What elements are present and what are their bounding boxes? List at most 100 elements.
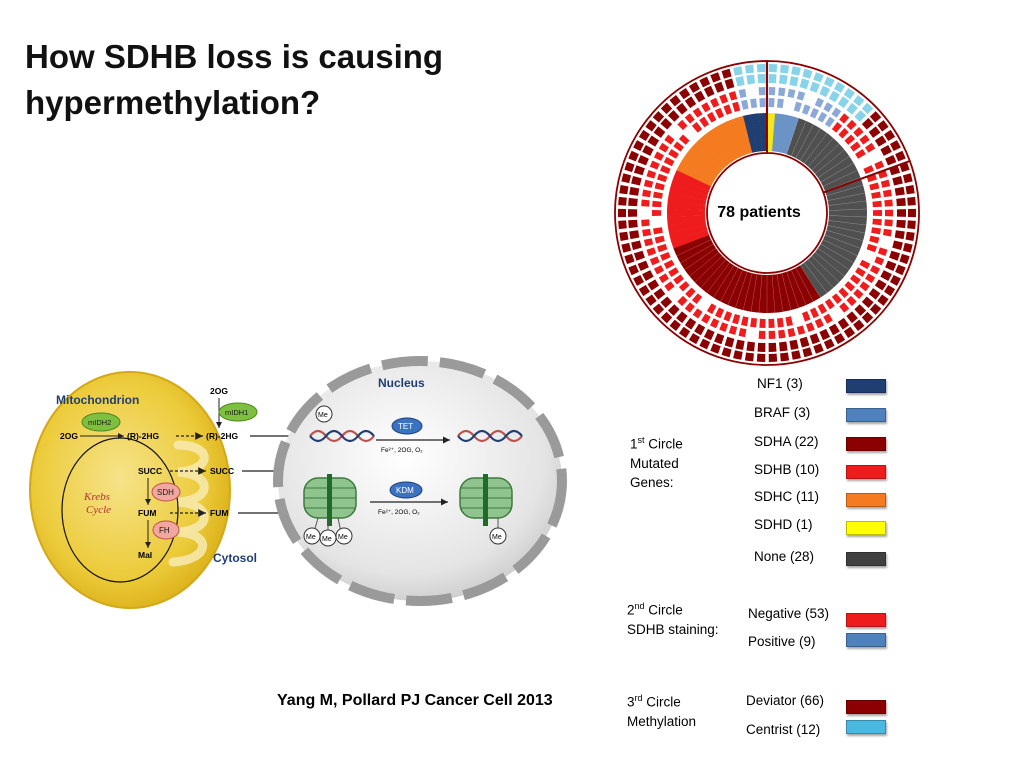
gene-segment [684,248,719,277]
cyto-r2hg: (R)-2HG [206,431,238,441]
staining-block [664,281,675,292]
methylation-block [802,347,813,358]
staining-block [658,273,669,284]
methylation-block [854,304,867,316]
sdh-label: SDH [157,488,174,497]
staining-block [692,107,703,118]
staining-block [859,134,870,145]
legend-swatch-nf1 [846,379,886,393]
staining-block [701,102,711,113]
dna-left [309,429,375,443]
methylation-block [902,242,913,253]
methylation-block [714,81,725,93]
gene-separator [795,124,814,159]
methylation-block [892,240,903,251]
methylation-block [703,85,715,98]
legend-swatch-negative [846,613,886,627]
methylation-block [667,304,680,316]
circos-frame-segment [614,60,920,366]
methylation-block [877,120,889,132]
gene-separator [820,162,854,183]
staining-block [673,274,684,285]
staining-block [758,87,766,96]
staining-block [664,134,675,145]
staining-block [865,142,876,153]
legend-swatch-sdhb [846,465,886,479]
mito-fum: FUM [138,508,156,518]
methylation-block [633,140,645,152]
staining-block [719,322,729,332]
staining-block [652,209,662,217]
staining-block [759,98,766,108]
gene-separator [758,274,763,313]
methylation-block [619,231,629,242]
methylation-block [676,311,688,324]
staining-block [673,141,684,152]
methylation-block [899,253,910,265]
gene-segment [786,270,807,308]
methylation-block [768,353,778,362]
staining-block [641,219,650,227]
gene-segment [713,265,739,302]
staining-block [872,200,882,208]
staining-block [642,189,652,198]
staining-block [880,179,891,188]
methylation-block [799,78,810,90]
mitochondrion-label: Mitochondrion [56,393,139,407]
staining-block [741,99,749,110]
methylation-block [653,126,666,138]
staining-block [646,169,657,179]
methylation-block [756,353,766,362]
staining-block [805,322,815,332]
gene-separator [828,220,867,226]
gene-separator [720,267,739,302]
gene-separator [826,230,864,242]
fh-label: FH [159,526,170,535]
gene-segment [795,265,821,302]
gene-segment [818,156,854,183]
methylation-block [889,250,901,261]
methylation-block [735,76,745,87]
methylation-block [823,338,835,350]
methylation-block [678,326,691,338]
gene-segment [828,200,867,211]
staining-block [685,287,696,299]
methylation-block [837,96,850,109]
nucleosome-right [459,474,513,530]
staining-block [643,238,654,247]
staining-block [869,182,880,191]
staining-block [738,88,747,99]
staining-block [831,122,843,133]
methyl-group [335,527,353,545]
gene-segment [824,230,864,249]
gene-segment [667,215,706,226]
gene-segment [700,259,730,293]
methylation-block [894,230,905,240]
methylation-block [819,328,831,341]
methylation-block [628,219,638,229]
staining-block [750,98,757,109]
staining-block [706,303,717,315]
methyl-group [489,527,507,545]
methylation-block [746,74,755,85]
gene-separator [706,262,730,294]
staining-block [823,102,833,113]
methylation-block [780,64,790,74]
legend-swatch-positive [846,633,886,647]
staining-block [646,247,657,257]
mito-succ: SUCC [138,466,162,476]
sdh-enzyme [151,482,181,502]
gene-separator [822,169,858,187]
methylation-block [621,242,632,253]
gene-separator [799,265,821,298]
methylation-block [853,94,865,107]
gene-segment [807,255,840,289]
methylation-block [791,350,801,360]
gene-segment [670,177,710,196]
methylation-block [896,209,906,217]
gene-segment [727,118,748,156]
staining-block [668,149,679,159]
gene-segment [786,118,807,157]
staining-block [654,182,665,191]
midh1-enzyme [218,402,258,422]
